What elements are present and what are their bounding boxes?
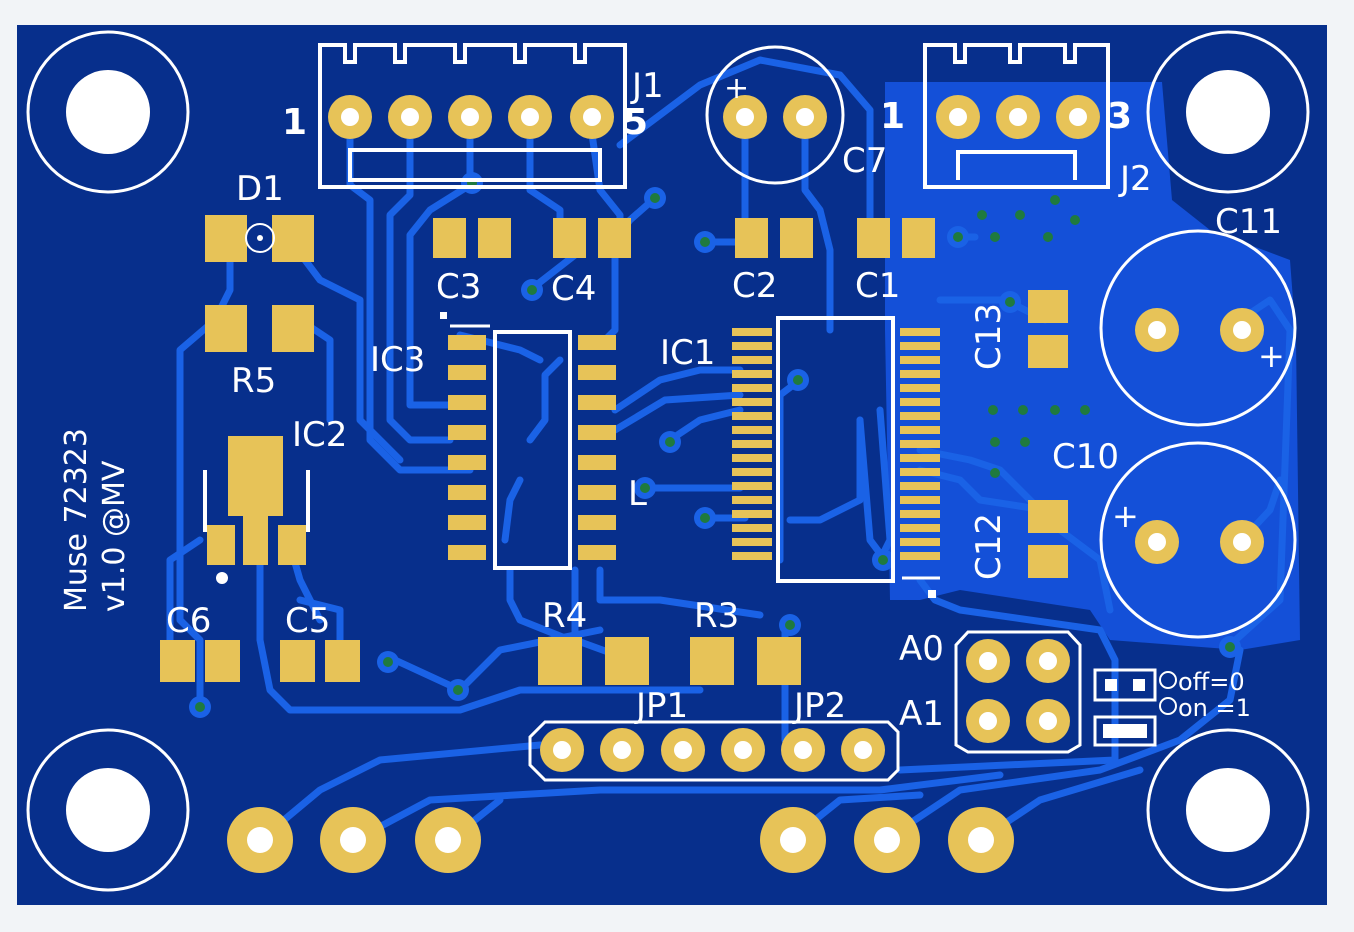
c5-capacitor (280, 640, 360, 682)
mounting-hole-bottom-left (26, 728, 190, 892)
mounting-hole-top-left (26, 30, 190, 194)
ic1-chip (732, 316, 940, 598)
c11-capacitor (1099, 229, 1297, 427)
c7-capacitor (705, 45, 845, 185)
terminal-pads (227, 807, 1014, 873)
c6-capacitor (160, 640, 240, 682)
jumper-legend (1093, 668, 1177, 747)
c1-capacitor (857, 218, 935, 258)
label-d1: D1 (236, 169, 284, 209)
mounting-holes (26, 30, 1310, 892)
label-c3: C3 (436, 267, 481, 307)
label-j1-pin-first: 1 (282, 102, 307, 143)
label-l: L (628, 474, 647, 514)
label-off-legend: off=0 (1178, 668, 1245, 696)
label-r4: R4 (542, 596, 587, 636)
ic3-chip (440, 312, 616, 570)
via-drills (195, 178, 1235, 712)
label-c7-plus: + (724, 71, 749, 106)
label-c10-plus: + (1112, 497, 1139, 535)
d1-diode (205, 215, 314, 262)
label-j1-pin-last: 5 (623, 102, 648, 143)
label-c2: C2 (732, 266, 777, 306)
j1-connector (318, 43, 627, 189)
label-on-legend: on =1 (1178, 694, 1251, 722)
label-a1: A1 (899, 694, 944, 734)
mounting-hole-bottom-right (1146, 728, 1310, 892)
label-c7: C7 (842, 141, 887, 181)
label-c6: C6 (166, 601, 211, 641)
label-c4: C4 (551, 269, 596, 309)
label-ic1: IC1 (660, 333, 715, 373)
label-jp2: JP2 (792, 686, 846, 726)
c13-capacitor (1028, 290, 1068, 368)
label-ic2: IC2 (292, 415, 347, 455)
jp-header (528, 720, 900, 782)
label-c10: C10 (1052, 437, 1119, 477)
label-c13: C13 (969, 303, 1009, 370)
label-j2: J2 (1118, 159, 1152, 199)
r5-resistor (205, 305, 314, 352)
mounting-hole-top-right (1146, 30, 1310, 194)
label-board-name: Muse 72323 (59, 428, 94, 612)
c3-capacitor (433, 218, 511, 258)
address-jumper (954, 630, 1082, 754)
label-ic3: IC3 (370, 340, 425, 380)
label-j2-pin-last: 3 (1107, 96, 1132, 137)
label-j1: J1 (630, 66, 664, 106)
label-r5: R5 (231, 361, 276, 401)
c10-capacitor (1099, 441, 1297, 639)
label-c11: C11 (1215, 202, 1282, 242)
label-c12: C12 (969, 513, 1009, 580)
c2-capacitor (735, 218, 813, 258)
label-jp1: JP1 (634, 686, 688, 726)
ic2-regulator (203, 436, 310, 584)
label-c11-plus: + (1258, 337, 1285, 375)
label-a0: A0 (899, 629, 944, 669)
r3-resistor (690, 637, 801, 685)
label-c1: C1 (855, 266, 900, 306)
label-j2-pin-first: 1 (880, 96, 905, 137)
r4-resistor (538, 637, 649, 685)
c4-capacitor (553, 218, 631, 258)
copper-pour-right (885, 82, 1300, 650)
c12-capacitor (1028, 500, 1068, 578)
label-board-version: v1.0 @MV (97, 460, 132, 612)
label-c5: C5 (285, 601, 330, 641)
label-r3: R3 (694, 596, 739, 636)
j2-connector (923, 43, 1110, 189)
silkscreen-labels: J1 1 5 + C7 1 3 J2 C11 + D1 C3 C4 C2 C1 … (59, 66, 1285, 734)
